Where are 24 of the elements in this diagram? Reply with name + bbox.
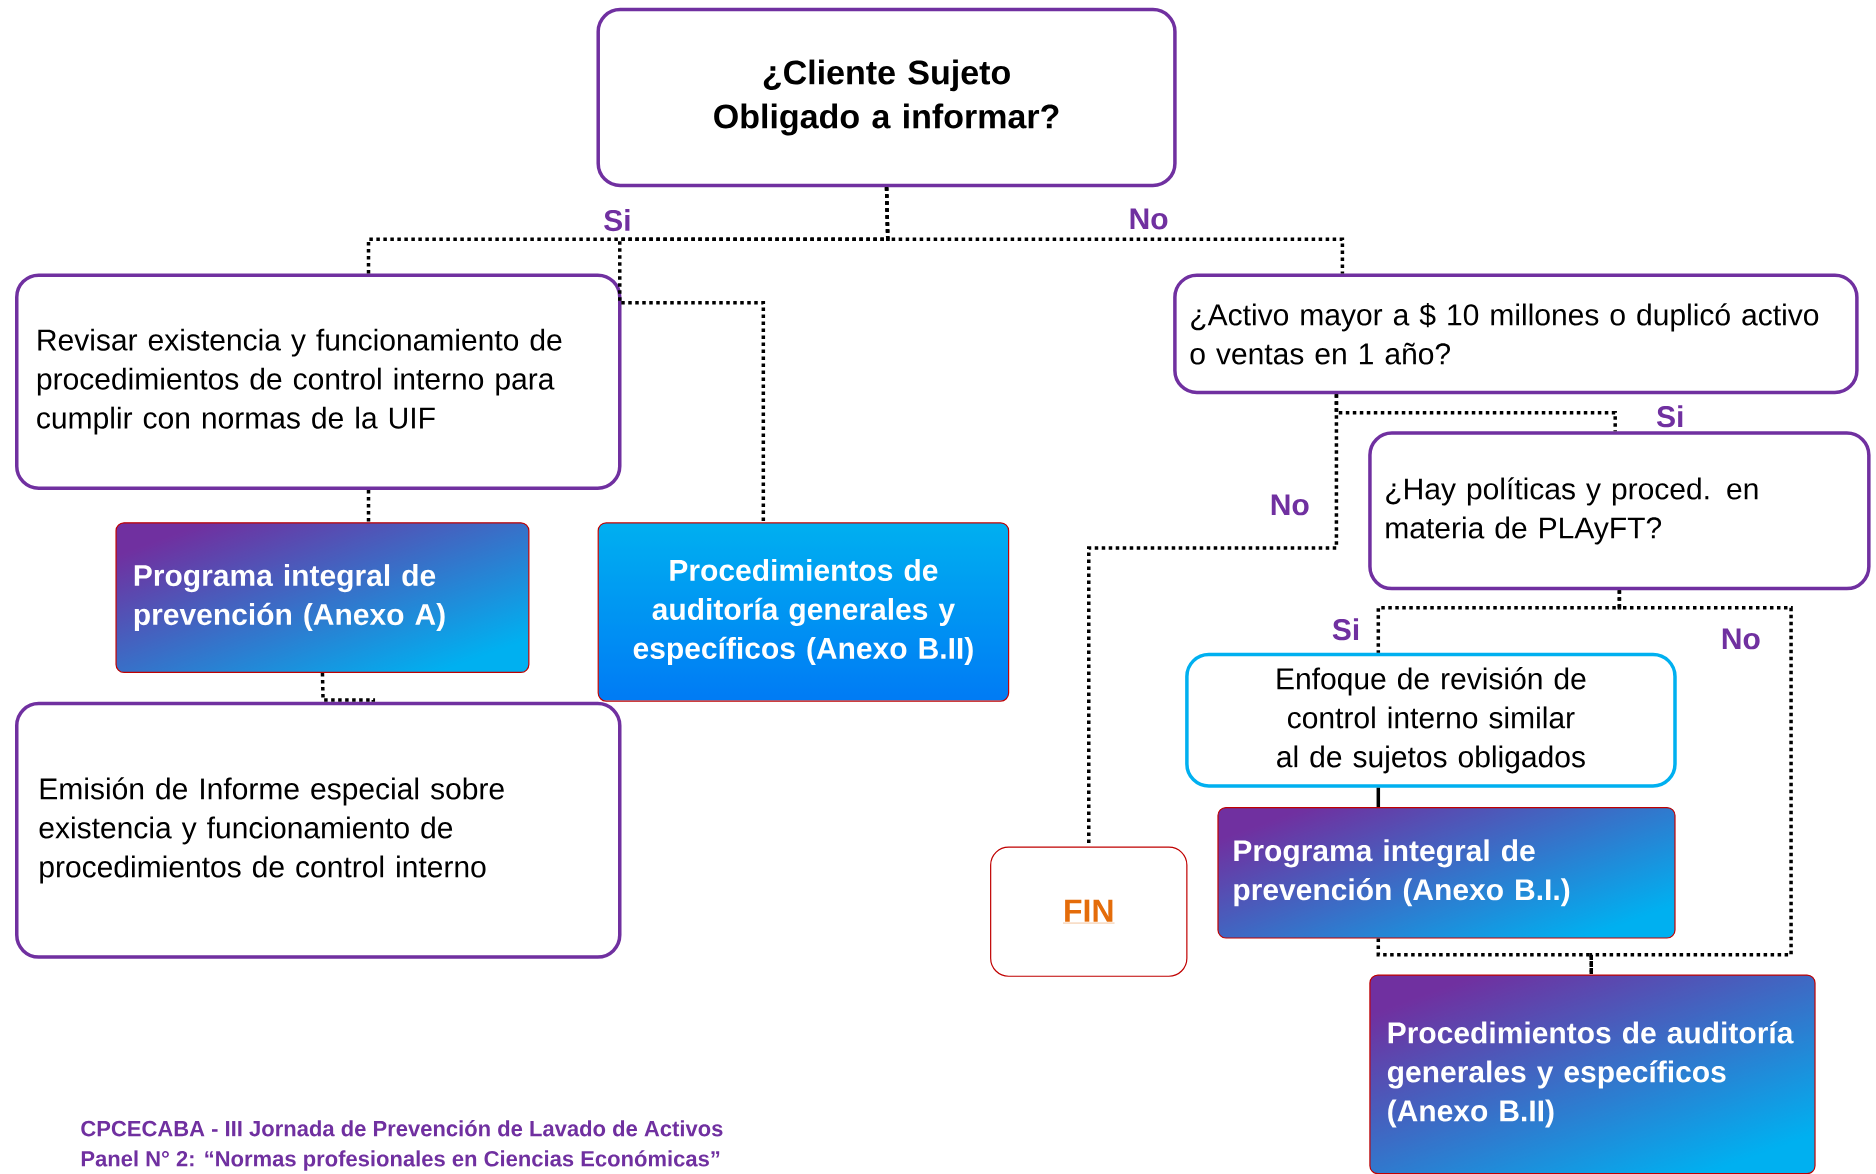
connector (1376, 938, 1593, 975)
connector (884, 187, 1345, 274)
program-box: Programa integral de prevención (Anexo B.I.) (1217, 806, 1676, 939)
edge-label: No (1719, 627, 1762, 651)
footer-text: Panel N° 2: “Normas profesionales en Ciencias Económicas” (81, 1150, 720, 1171)
footer-text: CPCECABA - III Jornada de Prevención de Lavado de Activos (81, 1120, 723, 1137)
program-box: Procedimientos de auditoría generales y específicos (Anexo B.II) (597, 522, 1010, 702)
edge-label: No (1268, 493, 1311, 517)
edge-label: Si (602, 208, 633, 233)
process-box: Revisar existencia y funcionamiento de procedimientos de control interno para cumplir con normas de la UIF (15, 273, 622, 490)
connector (366, 489, 371, 523)
edge-label: Si (1330, 617, 1362, 642)
process-box: Emisión de Informe especial sobre existencia y funcionamiento de procedimientos de control interno (15, 701, 622, 959)
edge-label: Si (1655, 404, 1686, 429)
connector (320, 672, 376, 703)
process-box: ¿Cliente Sujeto Obligado a informar? (596, 7, 1177, 188)
process-box: ¿Activo mayor a $ 10 millones o duplicó activo o ventas en 1 año? (1173, 273, 1859, 395)
program-box: Procedimientos de auditoría generales y específicos (Anexo B.II) (1369, 974, 1816, 1174)
connector (1376, 787, 1381, 807)
process-box: ¿Hay políticas y proced. en materia de PLAyFT? (1368, 431, 1871, 591)
program-box: Programa integral de prevención (Anexo A) (115, 522, 530, 673)
process-box: Enfoque de revisión de control interno similar al de sujetos obligados (1185, 652, 1677, 788)
end-box: FIN (990, 846, 1188, 977)
edge-label: No (1127, 207, 1170, 231)
